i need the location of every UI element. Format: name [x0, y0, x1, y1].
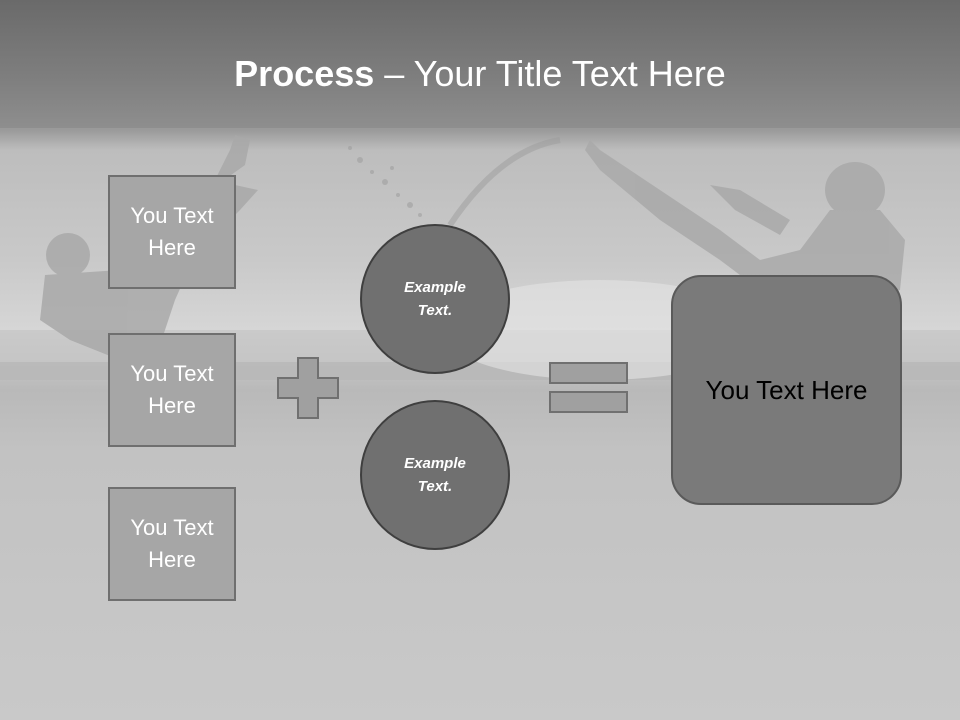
title-bar — [0, 0, 960, 128]
circle-label: Example Text. — [404, 455, 466, 495]
input-box-2: You Text Here — [108, 333, 236, 447]
plus-icon — [277, 357, 339, 419]
title-bold: Process — [234, 53, 375, 94]
title-rest: Your Title Text Here — [413, 53, 726, 94]
input-box-label: You Text Here — [130, 361, 214, 418]
input-box-label: You Text Here — [130, 203, 214, 260]
example-circle-2: Example Text. — [360, 400, 510, 550]
result-label: You Text Here — [705, 374, 868, 405]
title-dash: – — [374, 53, 414, 94]
slide-title: Process – Your Title Text Here — [0, 52, 960, 96]
input-box-1: You Text Here — [108, 175, 236, 289]
example-circle-1: Example Text. — [360, 224, 510, 374]
equals-icon — [549, 362, 628, 413]
input-box-3: You Text Here — [108, 487, 236, 601]
circle-label: Example Text. — [404, 279, 466, 319]
input-box-label: You Text Here — [130, 515, 214, 572]
result-box: You Text Here — [671, 275, 902, 505]
